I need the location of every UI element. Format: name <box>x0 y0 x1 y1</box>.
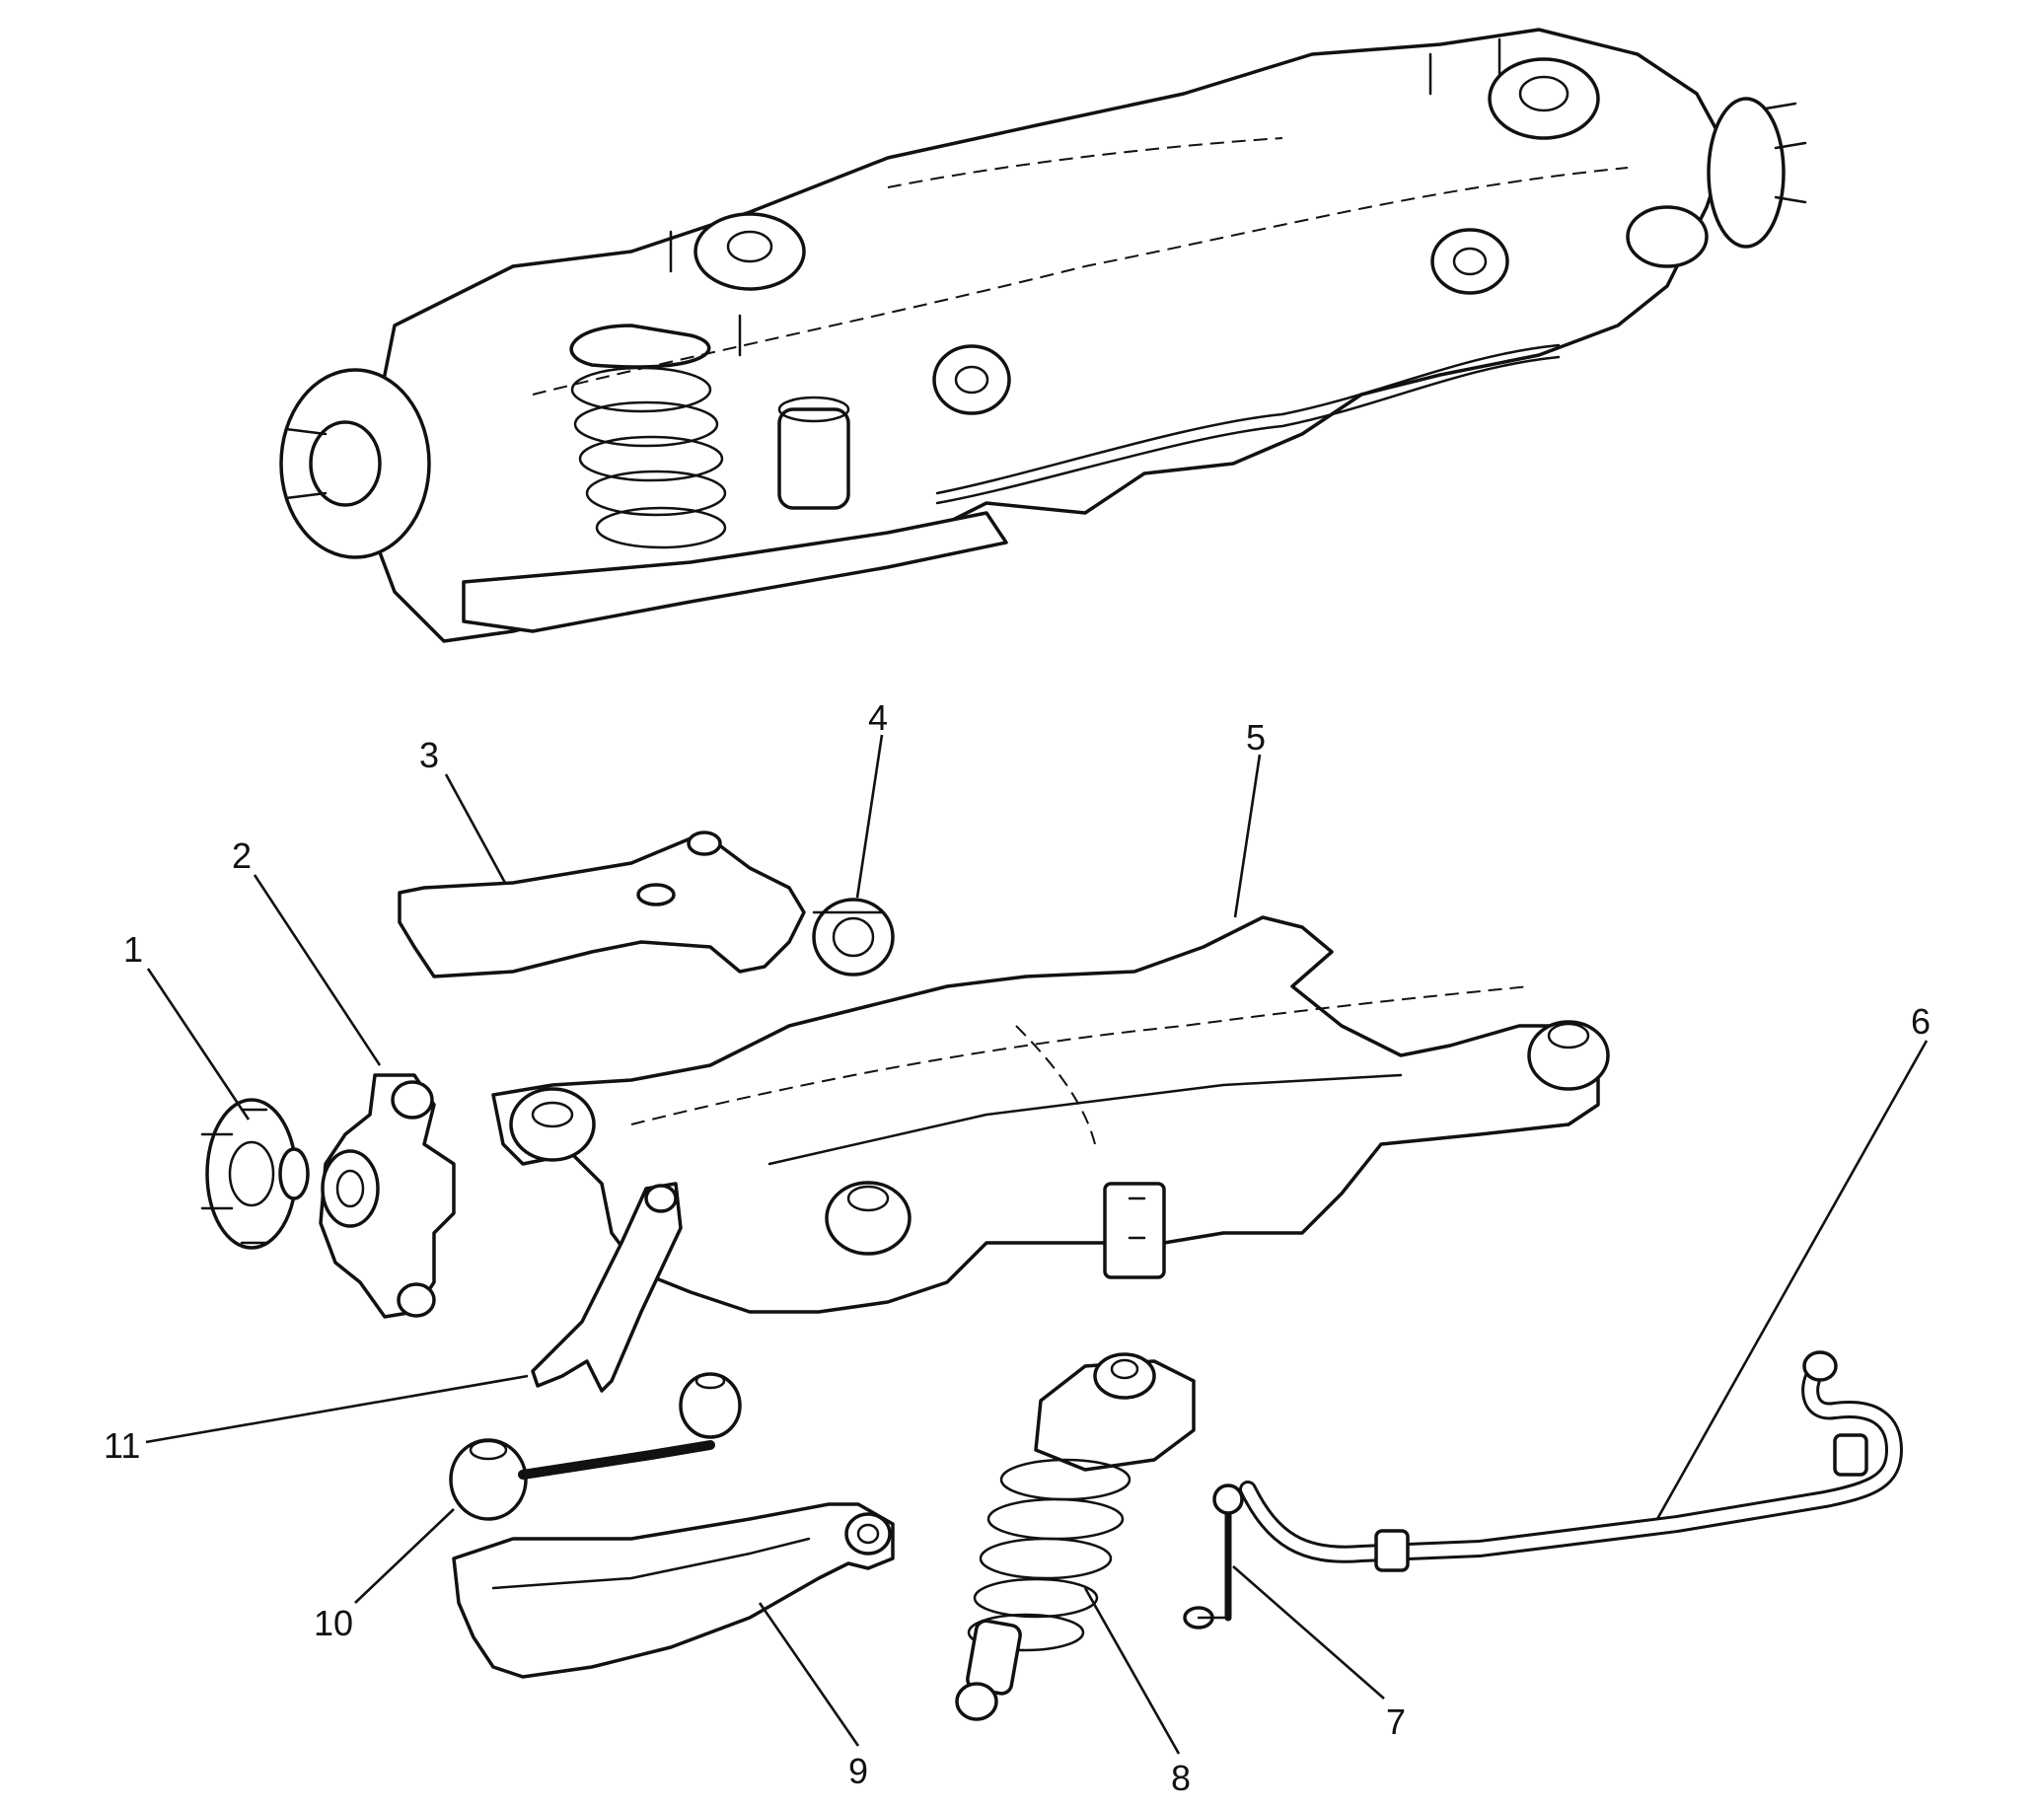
part-1-wheel-hub <box>200 1098 310 1250</box>
callout-leader-11 <box>145 1374 529 1444</box>
part-10-toe-link <box>449 1372 742 1521</box>
callout-9: 9 <box>848 1751 868 1791</box>
callout-leader-10 <box>354 1508 455 1604</box>
callout-7: 7 <box>1386 1701 1406 1742</box>
part-2-knuckle <box>319 1073 456 1319</box>
part-5-crossmember <box>491 915 1610 1314</box>
callout-11: 11 <box>104 1425 140 1466</box>
callout-5: 5 <box>1246 717 1266 758</box>
callout-8: 8 <box>1171 1758 1191 1798</box>
callout-10: 10 <box>314 1603 353 1643</box>
part-4-bushing <box>812 898 895 977</box>
callout-leader-6 <box>1655 1040 1929 1520</box>
part-7-stabilizer-link <box>1183 1484 1244 1629</box>
callout-leader-7 <box>1232 1565 1385 1700</box>
part-6-stabilizer-bar <box>1239 1350 1903 1572</box>
callout-3: 3 <box>419 735 439 775</box>
callout-leader-1 <box>146 968 251 1121</box>
callout-leader-2 <box>253 874 382 1066</box>
assembled-coil-spring <box>569 212 806 549</box>
callouts: 1 2 3 4 5 6 7 8 9 10 11 <box>104 697 1931 1798</box>
callout-leader-8 <box>1083 1587 1181 1755</box>
callout-6: 6 <box>1911 1001 1931 1042</box>
part-8-strut-assembly <box>955 1352 1196 1721</box>
callout-leader-9 <box>758 1602 860 1747</box>
callout-2: 2 <box>232 835 252 876</box>
callout-leader-4 <box>855 734 884 899</box>
callout-4: 4 <box>868 697 888 738</box>
callout-1: 1 <box>123 929 143 970</box>
part-9-lower-control-arm <box>452 1502 895 1679</box>
callout-leader-5 <box>1233 754 1262 918</box>
part-3-upper-control-arm <box>398 831 806 978</box>
part-11-trailing-link <box>531 1182 683 1393</box>
assembled-suspension-view <box>279 28 1807 643</box>
callout-leader-3 <box>444 773 507 884</box>
